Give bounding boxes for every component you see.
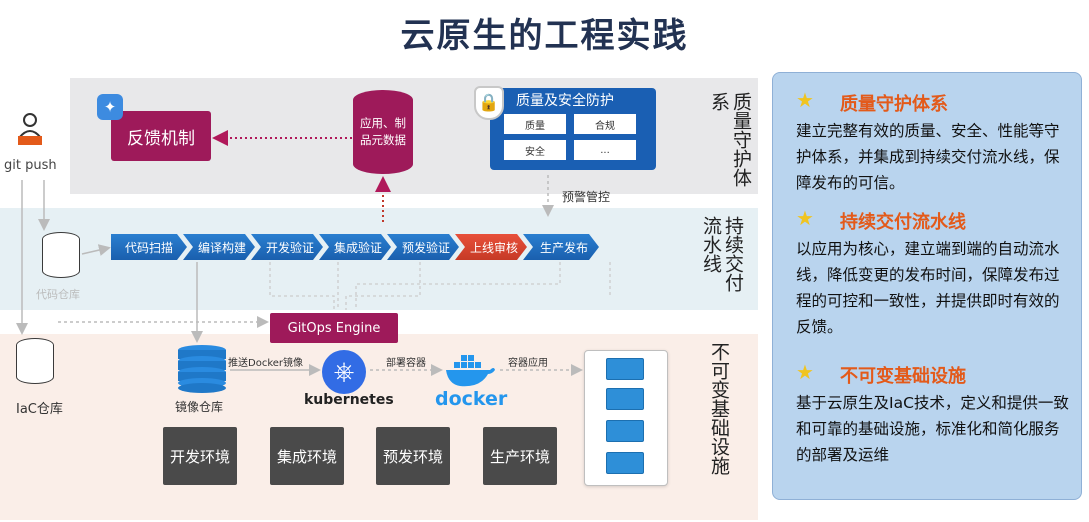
kubernetes-label: kubernetes <box>304 392 394 408</box>
alert-control-label: 预警管控 <box>562 190 611 204</box>
band-label-pipeline: 持续交付流水线 <box>700 216 744 292</box>
qs-cell-more: ... <box>574 140 636 160</box>
git-push-label: git push <box>4 158 57 173</box>
push-docker-label: 推送Docker镜像 <box>228 358 304 369</box>
stage-integration-verify: 集成验证 <box>319 234 391 260</box>
stage-code-scan: 代码扫描 <box>111 234 187 260</box>
summary-heading-quality: 质量守护体系 <box>840 94 948 115</box>
star-icon: ★ <box>796 88 814 112</box>
qs-cell-compliance: 合规 <box>574 114 636 134</box>
summary-body-pipeline: 以应用为核心，建立端到端的自动流水线，降低变更的发布时间，保障发布过程的可控和一… <box>796 240 1060 336</box>
image-registry-icon <box>178 345 226 393</box>
iac-repo-cylinder <box>16 338 54 384</box>
stage-dev-verify: 开发验证 <box>251 234 323 260</box>
docker-whale-icon <box>446 355 495 387</box>
summary-heading-infra: 不可变基础设施 <box>840 366 966 387</box>
user-laptop-icon <box>18 113 42 145</box>
lock-shield-icon: 🔒 <box>474 86 504 120</box>
summary-heading-pipeline: 持续交付流水线 <box>840 212 966 233</box>
page-title: 云原生的工程实践 <box>400 16 689 56</box>
summary-body-infra: 基于云原生及IaC技术，定义和提供一致和可靠的基础设施，标准化和简化服务的部署及… <box>796 394 1069 464</box>
env-dev: 开发环境 <box>163 427 237 485</box>
container-block-icon <box>606 452 644 474</box>
container-block-icon <box>606 420 644 442</box>
star-icon: ★ <box>796 360 814 384</box>
metadata-cylinder: 应用、制品元数据 <box>353 90 413 174</box>
deploy-container-label: 部署容器 <box>386 358 426 369</box>
env-production: 生产环境 <box>483 427 557 485</box>
metadata-label: 应用、制品元数据 <box>360 116 406 147</box>
container-app-label: 容器应用 <box>508 358 548 369</box>
band-label-quality: 质量守护体系 <box>708 92 752 187</box>
feedback-mechanism-box: 反馈机制 <box>111 111 211 161</box>
stage-build: 编译构建 <box>183 234 255 260</box>
container-block-icon <box>606 388 644 410</box>
image-registry-label: 镜像仓库 <box>175 400 224 414</box>
code-repo-label: 代码仓库 <box>36 288 80 301</box>
summary-body-quality: 建立完整有效的质量、安全、性能等守护体系，并集成到持续交付流水线，保障发布的可信… <box>796 122 1060 192</box>
repo-to-pipeline-arrow <box>81 244 111 256</box>
stage-production-release: 生产发布 <box>523 234 599 260</box>
env-staging: 预发环境 <box>376 427 450 485</box>
qs-cell-security: 安全 <box>504 140 566 160</box>
stage-release-review: 上线审核 <box>455 234 527 260</box>
stage-staging-verify: 预发验证 <box>387 234 459 260</box>
quality-security-title: 质量及安全防护 <box>516 93 614 109</box>
gitops-engine-box: GitOps Engine <box>270 313 398 343</box>
env-integration: 集成环境 <box>270 427 344 485</box>
kubernetes-helm-icon: ⎈ <box>322 350 366 394</box>
star-icon: ★ <box>796 206 814 230</box>
code-repo-cylinder <box>42 232 80 278</box>
feedback-app-icon: ✦ <box>97 94 123 120</box>
iac-repo-label: IaC仓库 <box>16 402 63 417</box>
summary-panel <box>772 72 1082 500</box>
qs-cell-quality: 质量 <box>504 114 566 134</box>
docker-label: docker <box>435 388 508 410</box>
band-label-infra: 不可变基础设施 <box>708 342 730 475</box>
container-block-icon <box>606 358 644 380</box>
